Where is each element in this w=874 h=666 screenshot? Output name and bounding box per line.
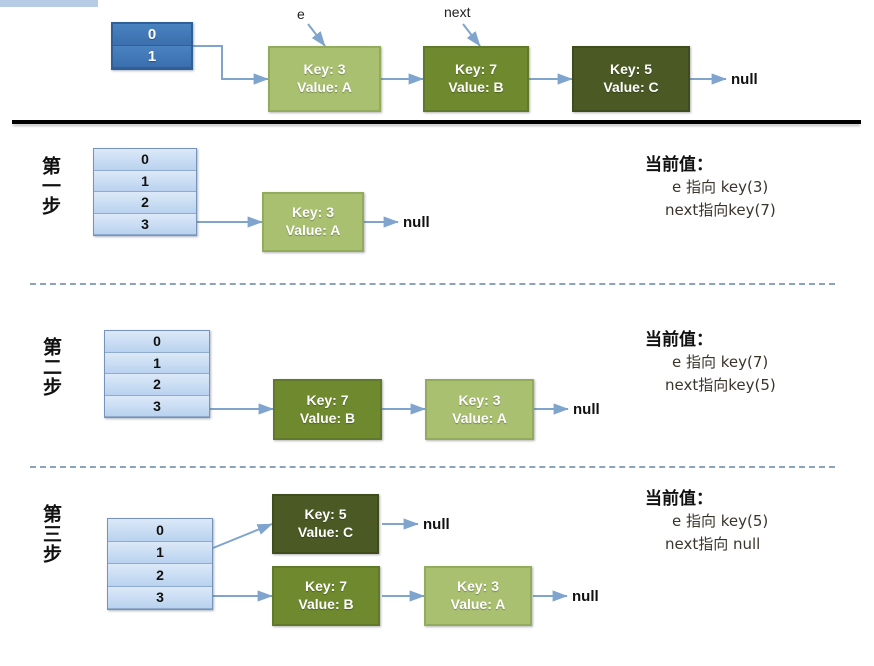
node-value-line: Value: B xyxy=(448,79,504,95)
bucket-cell-3: 3 xyxy=(108,586,212,609)
node-value-line: Value: A xyxy=(285,222,341,238)
section-divider-thick xyxy=(12,120,861,124)
wire-pointer-e xyxy=(307,23,326,47)
node-key-line: Key: 3 xyxy=(291,204,335,221)
pointer-label-e: e xyxy=(297,6,305,22)
bucket-cell-2: 2 xyxy=(108,564,212,587)
node-key-line: Key: 7 xyxy=(304,578,348,595)
node-key-line: Key: 7 xyxy=(306,391,349,408)
step1-annotation-line-1: e 指向 key(3) xyxy=(672,178,769,196)
wire-top-table-to-key3 xyxy=(193,45,269,85)
step2-annotation-line-2: next指向key(5) xyxy=(665,376,776,394)
node-key-7: Key: 7 Value: B xyxy=(423,46,529,112)
null-label-top: null xyxy=(731,71,758,88)
step2-null-label: null xyxy=(573,401,600,418)
section-divider-dashed-2 xyxy=(30,466,835,468)
node-key-line: Key: 3 xyxy=(303,61,346,78)
step-label-1: 第一步 xyxy=(38,156,61,216)
node-key-3: Key: 3 Value: A xyxy=(268,46,381,112)
old-bucket-table: 0 1 xyxy=(111,22,193,70)
step2-node-key-7: Key: 7 Value: B xyxy=(273,379,382,440)
node-key-line: Key: 3 xyxy=(456,578,500,595)
step3-annotation-line-1: e 指向 key(5) xyxy=(672,512,769,530)
node-key-line: Key: 7 xyxy=(454,61,498,78)
node-value-line: Value: C xyxy=(297,524,354,540)
bucket-cell-3: 3 xyxy=(94,213,196,235)
node-key-5: Key: 5 Value: C xyxy=(572,46,690,112)
step1-node-key-3: Key: 3 Value: A xyxy=(262,192,364,252)
step2-annotation-line-1: e 指向 key(7) xyxy=(672,353,769,371)
step1-annotation-line-2: next指向key(7) xyxy=(665,201,776,219)
top-left-highlight-bar xyxy=(0,0,98,7)
step3-node-key-5: Key: 5 Value: C xyxy=(272,494,379,554)
node-value-line: Value: A xyxy=(452,409,507,426)
step2-annotation-title: 当前值： xyxy=(645,330,713,350)
step1-bucket-table: 0 1 2 3 xyxy=(93,148,197,236)
node-value-line: Value: C xyxy=(603,79,659,95)
bucket-cell-3: 3 xyxy=(105,395,209,417)
step1-null-label: null xyxy=(403,214,430,231)
step3-bucket-table: 0 1 2 3 xyxy=(107,518,213,610)
node-key-line: Key: 3 xyxy=(458,391,501,408)
wire-pointer-next xyxy=(462,23,481,47)
node-value-line: Value: A xyxy=(450,596,506,612)
bucket-cell-1: 1 xyxy=(94,170,196,192)
step3-null-label-a: null xyxy=(423,516,450,533)
bucket-cell-2: 2 xyxy=(94,192,196,214)
bucket-cell-2: 2 xyxy=(105,374,209,396)
bucket-cell-1: 1 xyxy=(113,46,191,68)
step-label-3: 第三步 xyxy=(39,504,62,564)
step1-annotation-title: 当前值： xyxy=(645,155,713,175)
step3-node-key-3: Key: 3 Value: A xyxy=(424,566,532,626)
bucket-cell-0: 0 xyxy=(113,24,191,46)
step3-node-key-7: Key: 7 Value: B xyxy=(272,566,380,626)
node-key-line: Key: 5 xyxy=(304,506,347,523)
section-divider-dashed-1 xyxy=(30,283,835,285)
node-value-line: Value: A xyxy=(297,79,352,95)
node-key-line: Key: 5 xyxy=(609,61,653,78)
bucket-cell-0: 0 xyxy=(105,331,209,353)
bucket-cell-0: 0 xyxy=(108,519,212,542)
node-value-line: Value: B xyxy=(299,409,356,426)
step-label-2: 第二步 xyxy=(39,337,62,397)
pointer-label-next: next xyxy=(444,4,471,20)
step2-node-key-3: Key: 3 Value: A xyxy=(425,379,534,440)
bucket-cell-1: 1 xyxy=(108,541,212,564)
step3-null-label-b: null xyxy=(572,588,599,605)
node-value-line: Value: B xyxy=(298,596,354,612)
bucket-cell-0: 0 xyxy=(94,149,196,171)
step3-annotation-line-2: next指向 null xyxy=(665,535,761,553)
step3-annotation-title: 当前值： xyxy=(645,489,713,509)
wire-s3-table-to-key5 xyxy=(212,523,273,549)
bucket-cell-1: 1 xyxy=(105,352,209,374)
step2-bucket-table: 0 1 2 3 xyxy=(104,330,210,418)
